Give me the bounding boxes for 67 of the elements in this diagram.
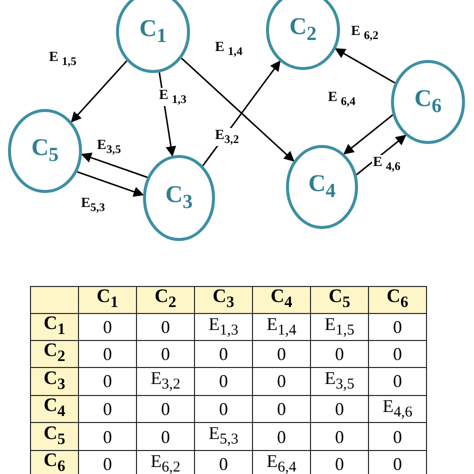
table-cell: 0 xyxy=(310,395,368,423)
arrow xyxy=(343,114,394,155)
table-cell: 0 xyxy=(78,313,136,341)
table-cell: 0 xyxy=(78,368,136,396)
node-circle xyxy=(8,109,82,193)
table-cell: E$_{4,6}$ xyxy=(368,395,426,423)
header-cell: C$_{3}$ xyxy=(30,368,78,396)
table-cell: 0 xyxy=(368,368,426,396)
node-label: C$_{6}$ xyxy=(414,86,442,118)
node-label: C$_{3}$ xyxy=(165,182,193,214)
header-cell: C$_{1}$ xyxy=(30,313,78,341)
table-cell: 0 xyxy=(368,313,426,341)
table-cell: 0 xyxy=(194,340,252,368)
table-cell: 0 xyxy=(78,340,136,368)
node-label: C$_{5}$ xyxy=(31,135,59,167)
table-cell: E$_{3,5}$ xyxy=(310,368,368,396)
table-cell: 0 xyxy=(310,422,368,450)
node-circle xyxy=(143,155,215,241)
node-label: C$_{4}$ xyxy=(308,171,336,203)
table-cell: 0 xyxy=(136,340,194,368)
table-cell: E$_{1,4}$ xyxy=(252,313,310,341)
header-cell: C$_{3}$ xyxy=(194,286,252,314)
node-label: C$_{1}$ xyxy=(139,16,167,48)
table-cell: E$_{1,3}$ xyxy=(194,313,252,341)
table-cell: 0 xyxy=(136,422,194,450)
node-circle xyxy=(391,60,465,144)
table-cell: E$_{3,2}$ xyxy=(136,368,194,396)
table-cell: 0 xyxy=(252,340,310,368)
arrow xyxy=(70,60,128,123)
edge-label: E$_{3,2}$ xyxy=(214,128,240,146)
table-cell: 0 xyxy=(310,340,368,368)
node-label: C$_{2}$ xyxy=(289,14,317,46)
arrow xyxy=(76,171,144,197)
table-cell: 0 xyxy=(78,395,136,423)
edge-label: E $_{1,3}$ xyxy=(158,88,188,106)
table-cell: 0 xyxy=(194,368,252,396)
header-cell: C$_{2}$ xyxy=(136,286,194,314)
header-cell: C$_{4}$ xyxy=(252,286,310,314)
node-circle xyxy=(286,145,358,229)
table-cell: 0 xyxy=(252,395,310,423)
table-cell: 0 xyxy=(252,368,310,396)
edge-label: E $_{4,6}$ xyxy=(372,155,402,173)
header-cell: C$_{5}$ xyxy=(310,286,368,314)
arrow xyxy=(80,152,148,178)
table-cell: E$_{5,3}$ xyxy=(194,422,252,450)
table-cell: E$_{1,5}$ xyxy=(310,313,368,341)
table-cell: 0 xyxy=(194,395,252,423)
edge-label: E $_{6,2}$ xyxy=(350,24,380,42)
table-cell: 0 xyxy=(368,340,426,368)
header-cell: C$_{4}$ xyxy=(30,395,78,423)
table-cell: 0 xyxy=(78,422,136,450)
header-cell: C$_{6}$ xyxy=(30,450,78,474)
arrow xyxy=(181,58,294,162)
edge-label: E$_{3,5}$ xyxy=(96,138,122,156)
edge-label: E $_{1,4}$ xyxy=(214,40,244,58)
header-cell: C$_{6}$ xyxy=(368,286,426,314)
header-cell: C$_{5}$ xyxy=(30,422,78,450)
header-cell: C$_{2}$ xyxy=(30,340,78,368)
table-cell: 0 xyxy=(368,422,426,450)
arrow xyxy=(334,48,396,84)
table-cell: 0 xyxy=(252,422,310,450)
table-cell: 0 xyxy=(136,395,194,423)
edge-label: E$_{5,3}$ xyxy=(80,196,106,214)
edge-label: E $_{1,5}$ xyxy=(48,50,78,68)
header-cell: C$_{1}$ xyxy=(78,286,136,314)
table-cell: 0 xyxy=(136,313,194,341)
edge-label: E $_{6,4}$ xyxy=(327,90,356,108)
